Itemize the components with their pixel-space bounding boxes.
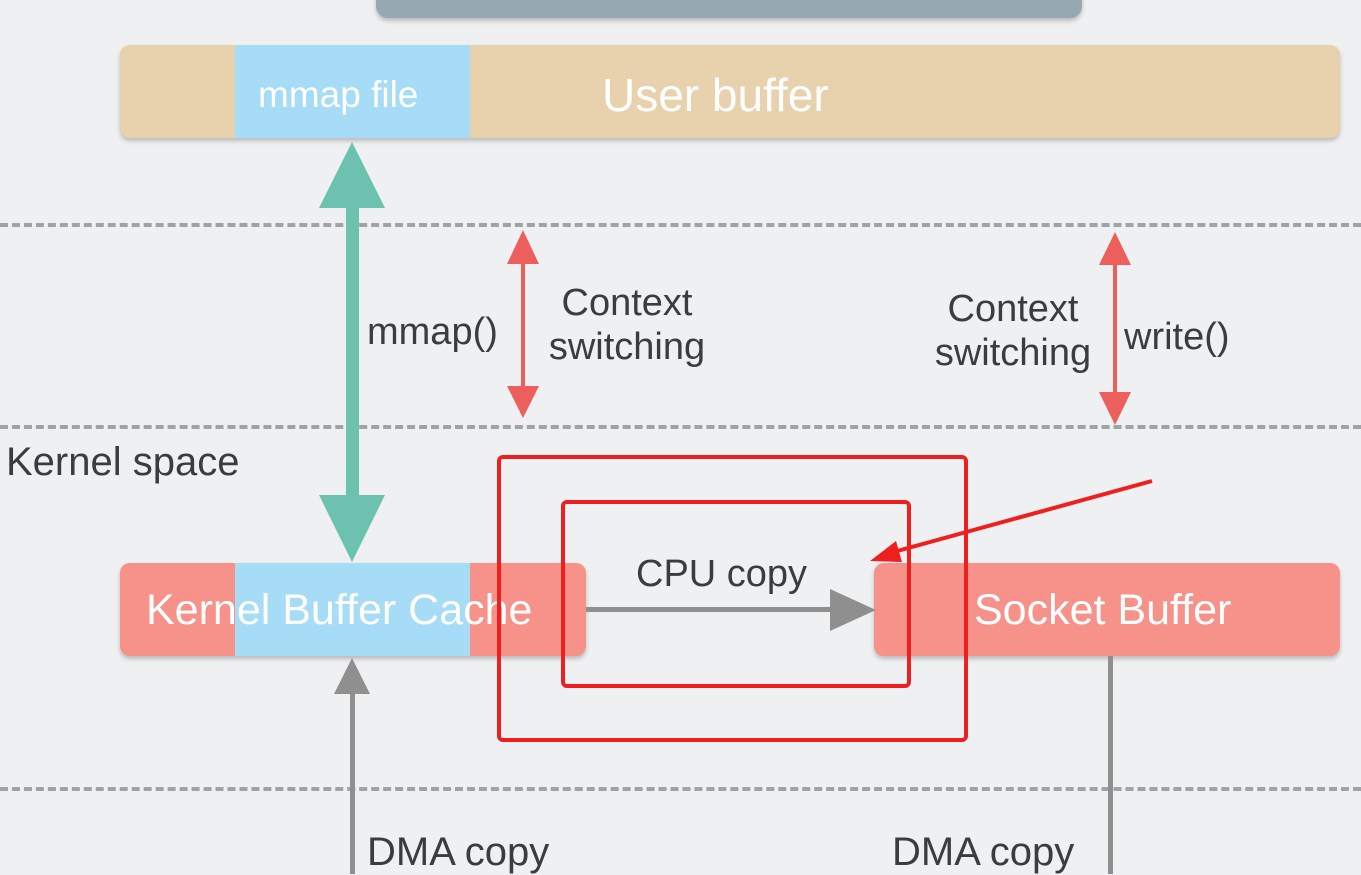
user-space-boundary-line <box>0 223 1361 227</box>
user-buffer-box: mmap file User buffer <box>120 45 1340 138</box>
mmap-file-label: mmap file <box>258 74 419 115</box>
annotation-inner-rect <box>561 500 911 688</box>
context-switch-right-line2: switching <box>934 331 1092 374</box>
annotation-outer-rect <box>497 455 968 742</box>
hardware-boundary-line <box>0 787 1361 791</box>
context-switch-right-label: Context switching <box>923 288 1103 375</box>
context-switch-left-line2: switching <box>548 325 706 368</box>
context-switch-left-label: Context switching <box>537 282 717 369</box>
kernel-space-boundary-line <box>0 425 1361 429</box>
dma-copy-left-arrow <box>334 658 370 874</box>
annotation-pointer-arrow <box>870 479 1153 562</box>
socket-buffer-box: Socket Buffer <box>874 563 1340 656</box>
context-switch-right-line1: Context <box>947 288 1079 330</box>
kernel-buffer-cache-box: Kernel Buffer Cache <box>120 563 586 656</box>
context-switch-left-arrow <box>507 230 539 418</box>
socket-buffer-label: Socket Buffer <box>974 586 1232 634</box>
user-space-top-box <box>376 0 1082 18</box>
cpu-copy-arrow <box>586 589 876 631</box>
user-buffer-label: User buffer <box>602 69 829 121</box>
cpu-copy-label: CPU copy <box>636 553 808 595</box>
mmap-arrow <box>319 142 385 562</box>
kernel-buffer-cache-label: Kernel Buffer Cache <box>146 586 533 634</box>
dma-copy-right-line <box>1108 656 1113 874</box>
context-switch-left-line1: Context <box>561 282 693 324</box>
dma-copy-left-label: DMA copy <box>367 830 550 874</box>
context-switch-right-arrow <box>1099 232 1131 425</box>
mmap-call-label: mmap() <box>367 311 498 353</box>
kernel-mmap-region <box>235 563 470 656</box>
kernel-space-label: Kernel space <box>6 440 240 484</box>
dma-copy-right-label: DMA copy <box>892 830 1075 874</box>
write-call-label: write() <box>1124 316 1230 358</box>
mmap-file-region: mmap file <box>235 45 470 138</box>
